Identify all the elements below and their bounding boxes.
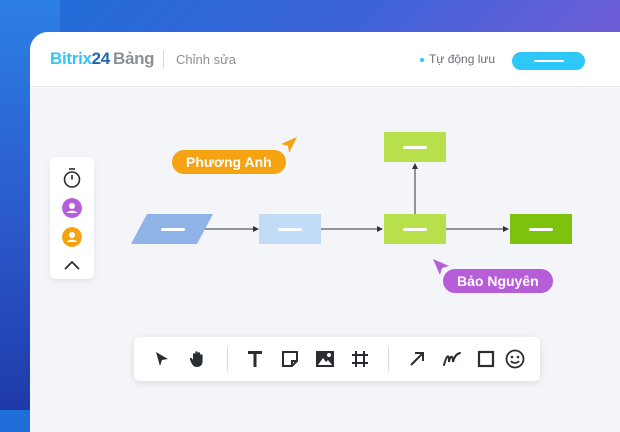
- flow-shape-process-green[interactable]: [384, 214, 446, 244]
- image-icon[interactable]: [313, 347, 337, 371]
- chevron-up-icon[interactable]: [61, 254, 83, 276]
- rectangle-shape-icon[interactable]: [474, 347, 498, 371]
- logo-part-24: 24: [91, 49, 111, 68]
- text-icon[interactable]: [243, 347, 267, 371]
- autosave-status: Tự động lưu: [420, 52, 495, 66]
- toolbar-divider: [227, 347, 228, 371]
- flow-shape-process-blue[interactable]: [259, 214, 321, 244]
- hand-pan-icon[interactable]: [186, 347, 210, 371]
- timer-icon[interactable]: [61, 167, 83, 189]
- user-avatar-orange[interactable]: [61, 226, 83, 248]
- mode-label[interactable]: Chỉnh sửa: [176, 52, 237, 67]
- user-avatar-purple[interactable]: [61, 197, 83, 219]
- autosave-label: Tự động lưu: [429, 52, 496, 66]
- cursor-arrow-orange-icon: [281, 137, 297, 153]
- share-button[interactable]: [512, 52, 585, 70]
- cursor-label-bao-nguyen: Bảo Nguyên: [443, 269, 553, 293]
- bottom-toolbar: [134, 337, 540, 381]
- shape-label-placeholder: [403, 145, 427, 149]
- cursor-arrow-purple-icon: [433, 259, 449, 275]
- logo-part-bang: Bảng: [112, 49, 155, 68]
- connector-arrow-icon[interactable]: [405, 347, 429, 371]
- autosave-dot-icon: [420, 57, 424, 62]
- cursor-label-phuong-anh: Phương Anh: [172, 150, 286, 174]
- shape-label-placeholder: [529, 227, 553, 231]
- toolbar-divider: [388, 347, 389, 371]
- shape-label-placeholder: [403, 227, 427, 231]
- flow-connectors: [203, 163, 509, 232]
- shape-label-placeholder: [278, 227, 302, 231]
- left-sidebar: [50, 157, 94, 279]
- header-divider: [163, 50, 164, 68]
- flow-shape-top-green[interactable]: [384, 132, 446, 162]
- frame-grid-icon[interactable]: [348, 347, 372, 371]
- flow-shape-end-green[interactable]: [510, 214, 572, 244]
- logo-part-bitrix: Bitrix: [50, 49, 92, 68]
- flow-shape-parallelogram[interactable]: [131, 214, 213, 244]
- select-arrow-icon[interactable]: [150, 347, 174, 371]
- share-button-placeholder: [534, 60, 564, 62]
- pen-icon[interactable]: [440, 347, 464, 371]
- shape-label-placeholder: [161, 227, 185, 231]
- emoji-icon[interactable]: [503, 347, 527, 371]
- sticky-note-icon[interactable]: [278, 347, 302, 371]
